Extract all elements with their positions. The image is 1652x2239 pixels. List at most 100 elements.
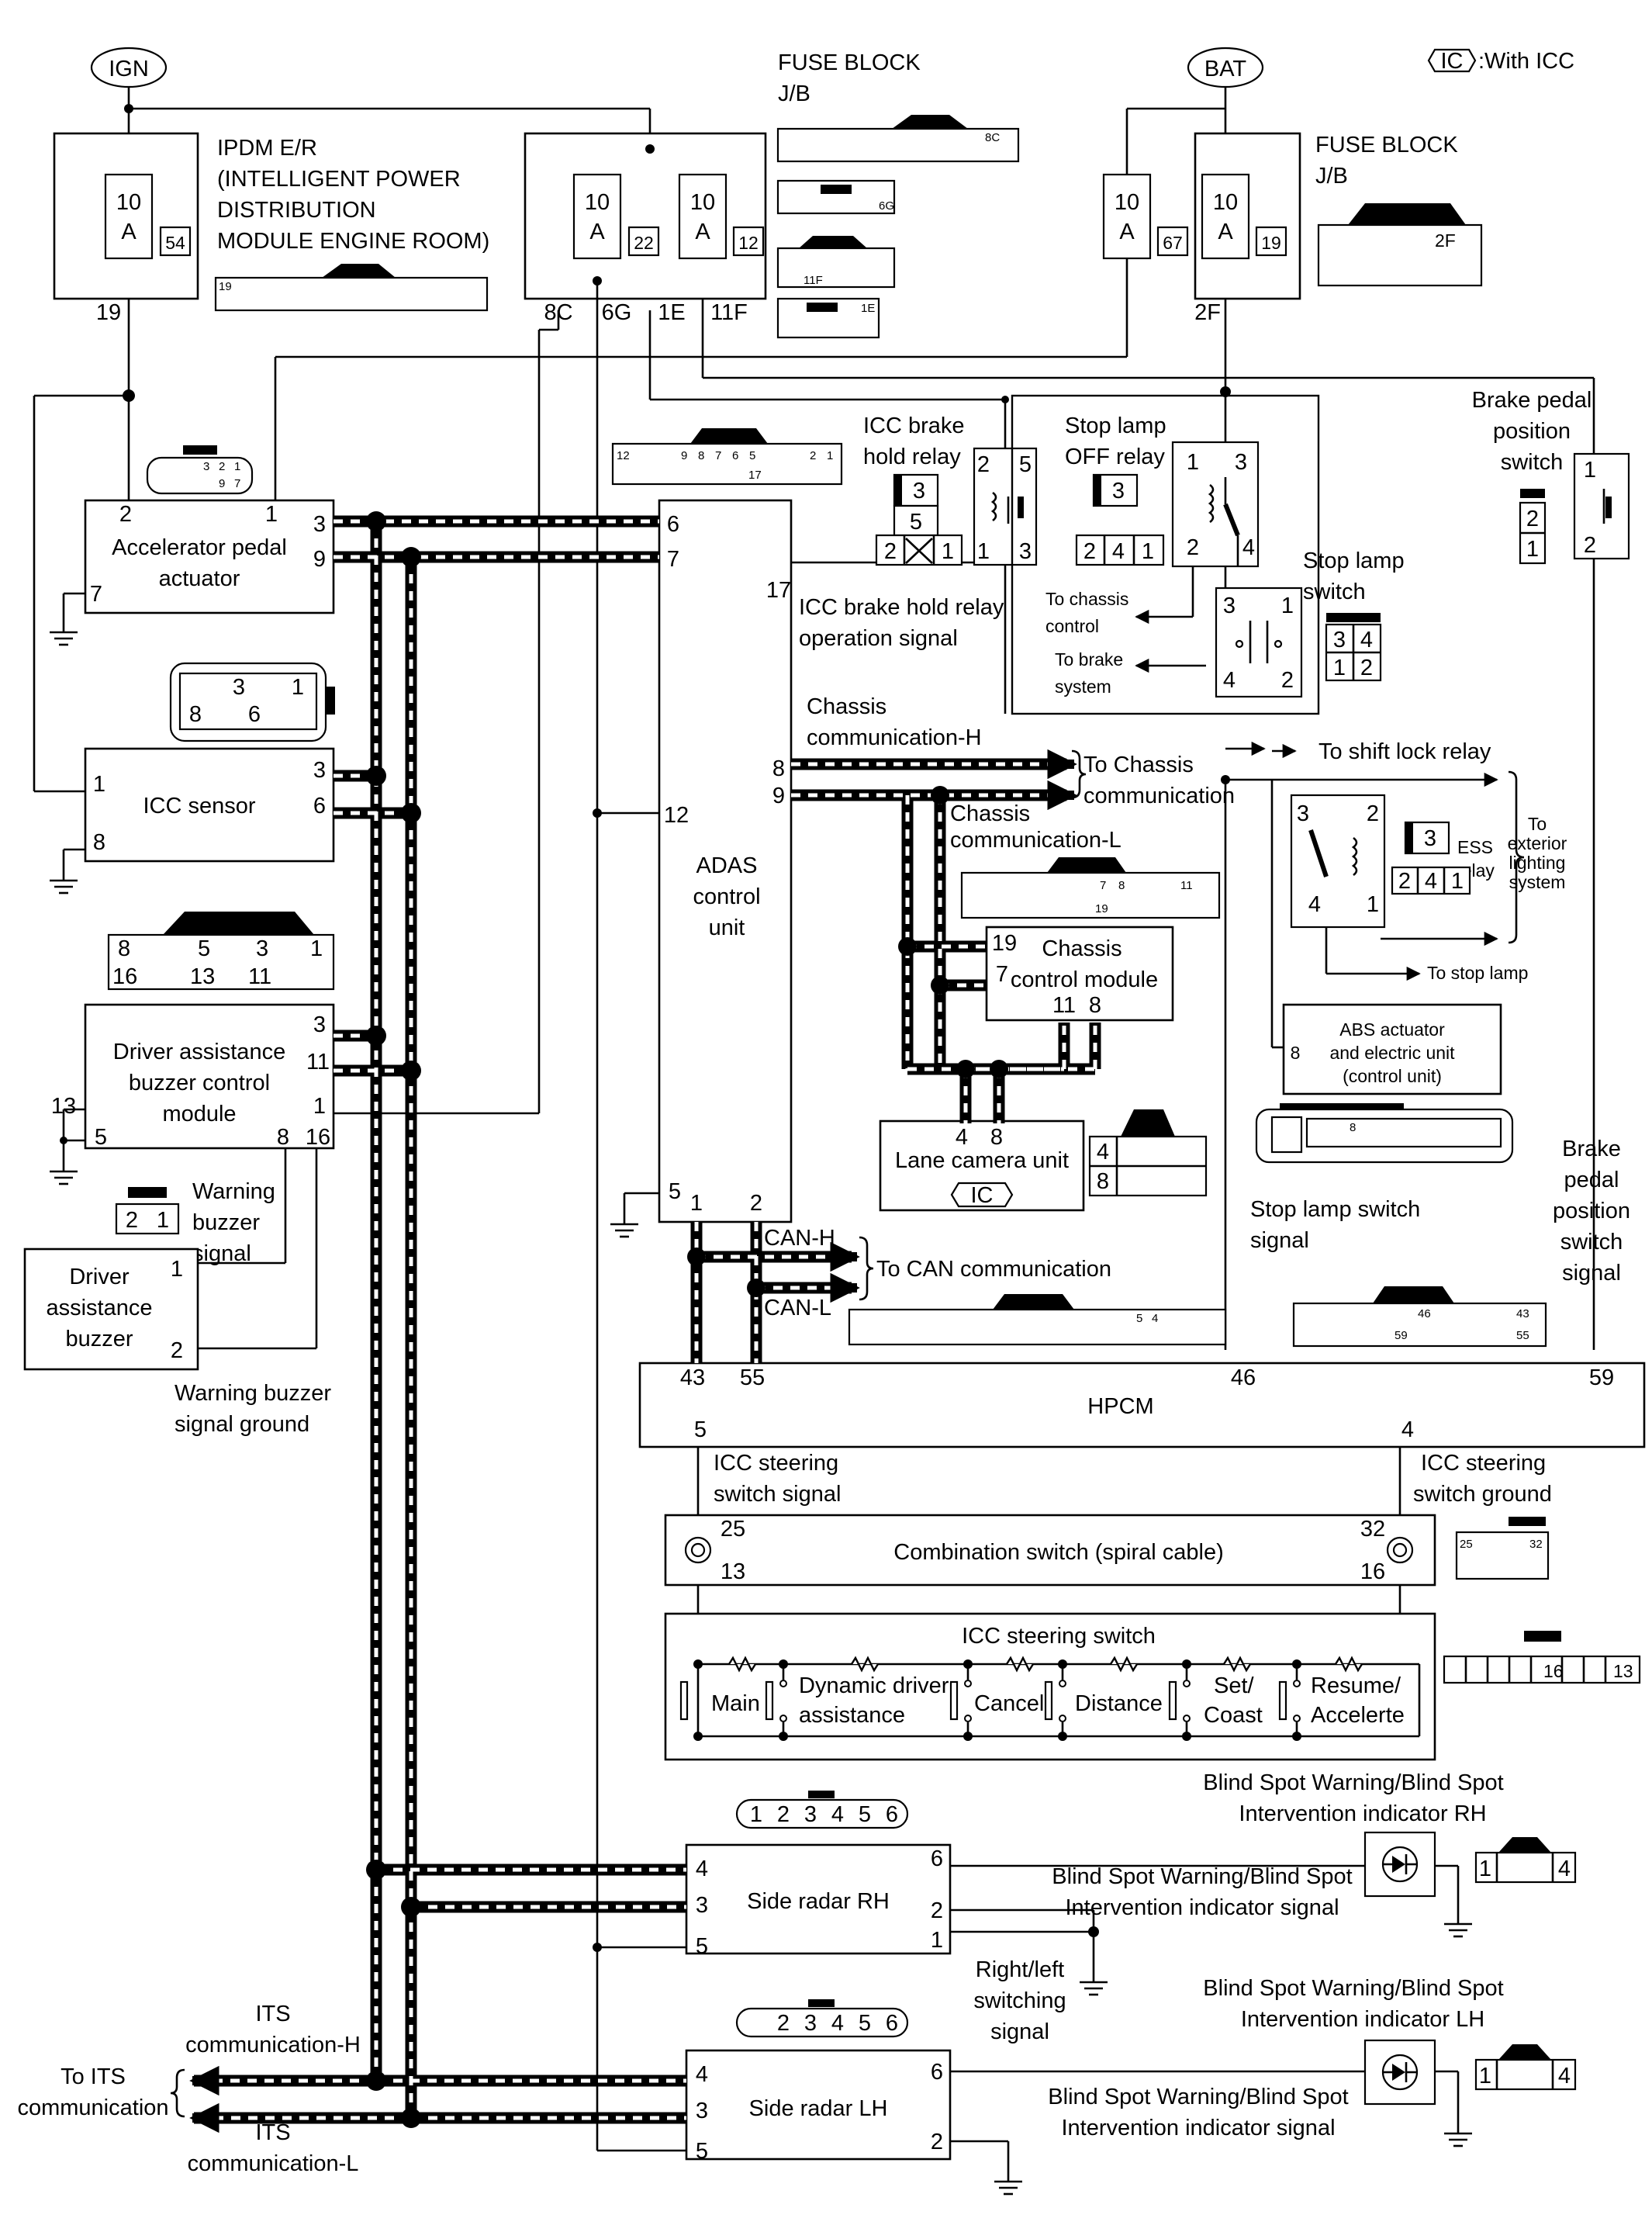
brake-pedal-position-switch: 1 2: [1573, 452, 1630, 560]
icc-brake-relay-connector-icon: 3 5 2 1: [875, 473, 963, 566]
svg-text:10: 10: [690, 190, 715, 215]
svg-text:9: 9: [772, 784, 785, 808]
svg-text:7: 7: [667, 547, 679, 572]
svg-text:FUSE BLOCK: FUSE BLOCK: [1315, 133, 1458, 157]
svg-text:43: 43: [1516, 1307, 1529, 1320]
svg-text:12: 12: [738, 233, 759, 253]
bat-terminal: BAT: [1187, 47, 1264, 88]
svg-text:2: 2: [1584, 533, 1596, 558]
svg-text:8: 8: [1350, 1121, 1356, 1134]
svg-text:1: 1: [292, 675, 304, 700]
svg-text:operation signal: operation signal: [799, 626, 958, 651]
abs-label: ABS actuator and electric unit (control …: [1291, 1019, 1456, 1086]
side-radar-rh-connector-icon: 1 2 3 4 5 6: [735, 1791, 909, 1829]
jb-8c-connector-icon: 8C: [776, 115, 1020, 163]
abs-actuator: [1282, 1003, 1502, 1095]
svg-text:Side radar LH: Side radar LH: [749, 2096, 888, 2121]
svg-text:and electric unit: and electric unit: [1329, 1043, 1455, 1063]
svg-text:1: 1: [750, 1802, 762, 1827]
indicator-rh-label: Blind Spot Warning/Blind Spot Interventi…: [1052, 1770, 1503, 1920]
side-radar-rh: [685, 1843, 952, 1955]
svg-text:7: 7: [996, 962, 1008, 987]
icc-steering-signal-label: ICC steering switch signal: [714, 1451, 841, 1507]
icc-brake-hold-relay: 2 5 1 3: [973, 447, 1038, 566]
svg-text:4: 4: [1425, 869, 1437, 894]
svg-text:8: 8: [1089, 993, 1101, 1018]
svg-text:4: 4: [1223, 668, 1236, 693]
svg-text:actuator: actuator: [159, 566, 240, 591]
svg-text:BAT: BAT: [1204, 57, 1247, 81]
switching-signal-label: Right/left switching signal: [973, 1957, 1066, 2044]
svg-text:Distance: Distance: [1075, 1691, 1163, 1716]
adas-control-unit: [658, 499, 793, 1223]
svg-text:4: 4: [696, 1857, 708, 1881]
svg-text:2: 2: [977, 452, 990, 477]
svg-text:3: 3: [913, 479, 925, 504]
icc-steering-switch-connector-icon: 16 13: [1443, 1631, 1641, 1684]
lane-camera-connector-icon: 4 8: [1088, 1109, 1208, 1197]
svg-text:5: 5: [696, 1934, 708, 1959]
hpcm-label: HPCM 43 55 46 59 5 4: [680, 1365, 1614, 1442]
svg-text:7: 7: [234, 477, 240, 490]
svg-text:1: 1: [1479, 1857, 1491, 1881]
svg-text:59: 59: [1395, 1329, 1408, 1342]
fuse-67: 10 A 67: [1102, 173, 1189, 260]
svg-text:19: 19: [219, 280, 232, 293]
svg-text:3: 3: [1333, 628, 1346, 652]
svg-text:1: 1: [157, 1208, 169, 1233]
svg-text:ITS: ITS: [255, 2002, 290, 2026]
svg-text:46: 46: [1418, 1307, 1431, 1320]
ess-relay-connector-icon: 3 2 4 1: [1391, 821, 1471, 895]
svg-text:2: 2: [126, 1208, 138, 1233]
svg-text:11: 11: [1052, 993, 1076, 1018]
accelerator-pedal-actuator-label: Accelerator pedal actuator 2 1 3 9 7: [90, 502, 326, 607]
svg-text:1: 1: [1367, 892, 1379, 917]
svg-text:13: 13: [51, 1094, 76, 1119]
buzzer-label: Driver assistance buzzer 1 2: [46, 1257, 183, 1363]
svg-text:A: A: [695, 220, 710, 244]
indicator-lh-icon: [1363, 2039, 1436, 2106]
svg-text:IC: IC: [971, 1183, 994, 1208]
stop-lamp-switch: 3 1 4 2: [1215, 587, 1303, 698]
svg-text:Combination switch (spiral cab: Combination switch (spiral cable): [893, 1540, 1224, 1565]
svg-text:A: A: [1218, 220, 1233, 244]
svg-text:Warning buzzer: Warning buzzer: [175, 1381, 331, 1406]
driver-assistance-buzzer-control-module: [84, 1003, 335, 1150]
ipdm-connector-icon: 19: [214, 264, 489, 312]
svg-text:control: control: [1045, 616, 1099, 636]
svg-text:To: To: [1528, 814, 1547, 834]
svg-text:Brake: Brake: [1562, 1137, 1621, 1161]
svg-text:Right/left: Right/left: [976, 1957, 1064, 1982]
jb-2f-connector-icon: 2F: [1317, 203, 1483, 287]
svg-text:control module: control module: [1011, 967, 1158, 992]
svg-text:16: 16: [306, 1125, 330, 1150]
svg-text:11F: 11F: [710, 300, 748, 325]
svg-text:4: 4: [1558, 1857, 1571, 1881]
svg-text:4: 4: [1360, 628, 1373, 652]
svg-text:ADAS: ADAS: [696, 853, 758, 878]
svg-text:46: 46: [1231, 1365, 1256, 1390]
svg-text:To stop lamp: To stop lamp: [1427, 963, 1528, 983]
svg-text:communication-H: communication-H: [807, 725, 982, 750]
svg-text:2: 2: [1398, 869, 1411, 894]
accel-connector-icon: 3 2 1 9 7: [146, 445, 254, 495]
svg-text:32: 32: [1360, 1517, 1385, 1542]
svg-text:ICC steering: ICC steering: [1421, 1451, 1546, 1476]
svg-text:19: 19: [1261, 233, 1281, 253]
svg-text:J/B: J/B: [1315, 164, 1348, 189]
svg-text:5: 5: [95, 1125, 107, 1150]
svg-text:12: 12: [617, 449, 630, 462]
svg-text:2: 2: [931, 2130, 943, 2154]
svg-text:8: 8: [1097, 1169, 1109, 1194]
svg-text:8: 8: [189, 702, 202, 727]
combination-switch-connector-icon: 25 32: [1455, 1517, 1550, 1580]
svg-text:3: 3: [313, 758, 326, 783]
svg-text:switch ground: switch ground: [1413, 1482, 1552, 1507]
svg-text:module: module: [162, 1102, 236, 1126]
svg-text:HPCM: HPCM: [1087, 1394, 1153, 1419]
svg-text:1: 1: [690, 1191, 703, 1216]
svg-text:lighting: lighting: [1509, 853, 1566, 873]
svg-text:9: 9: [313, 547, 326, 572]
chassis-module-label: Chassis control module 19 7 11 8: [992, 931, 1158, 1018]
svg-text:FUSE BLOCK: FUSE BLOCK: [778, 50, 921, 75]
